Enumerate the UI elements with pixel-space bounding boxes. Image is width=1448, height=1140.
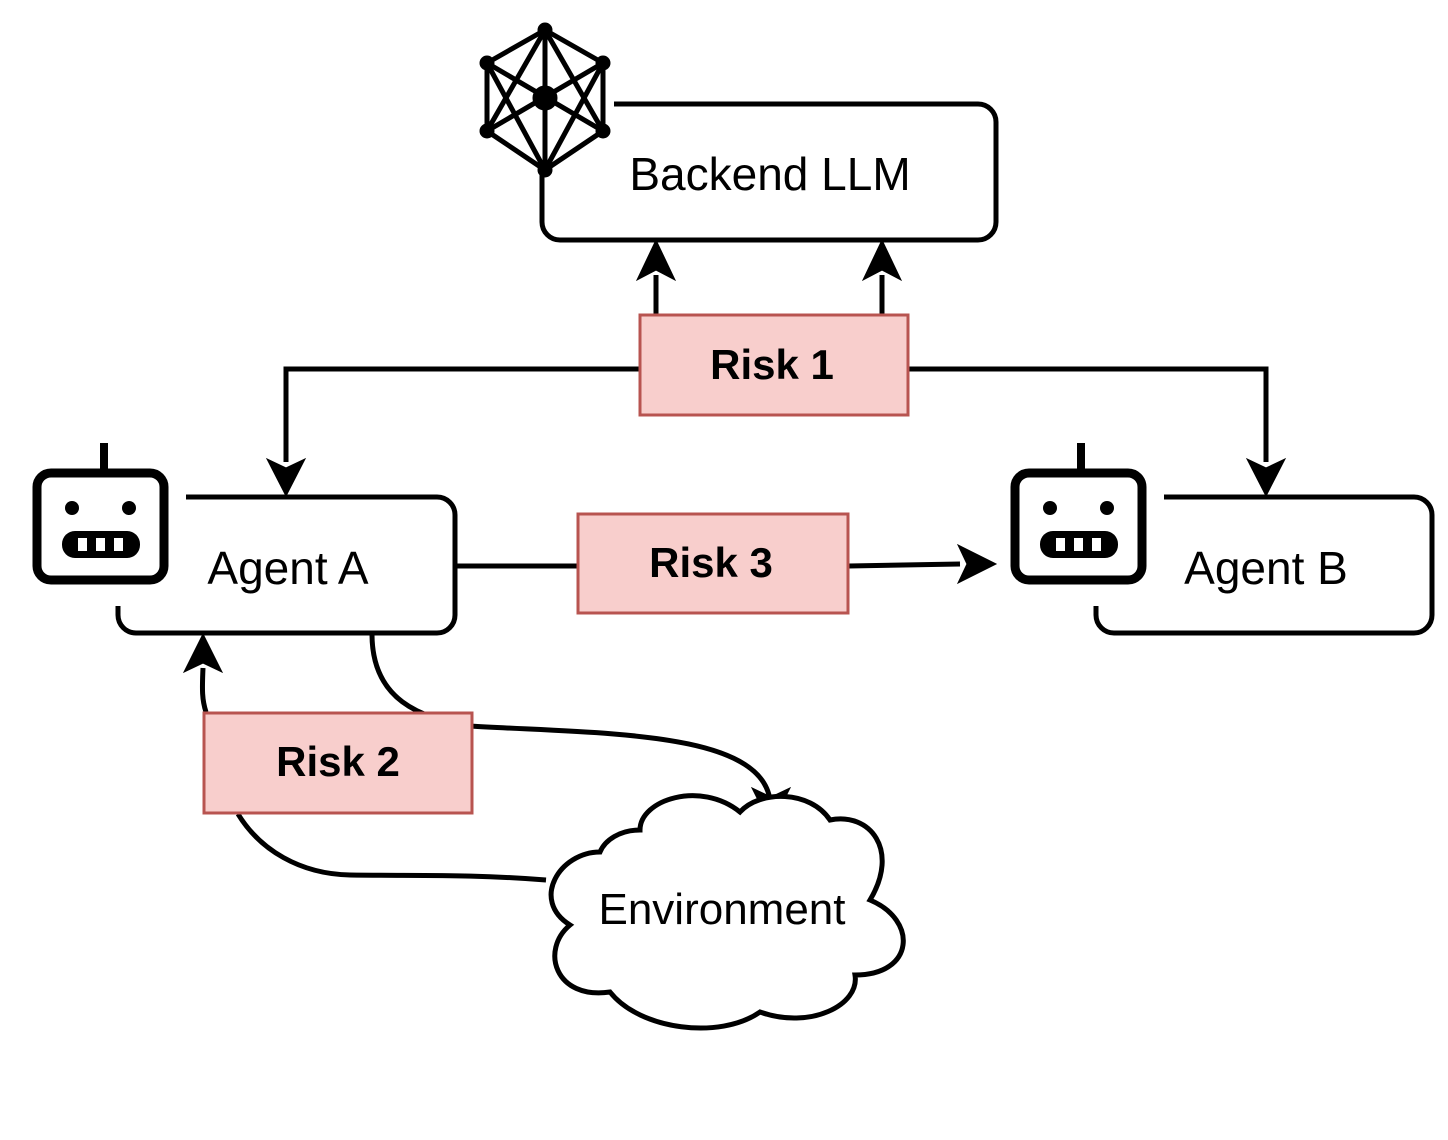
edge-risk3-to-agent-b bbox=[848, 561, 961, 569]
robot-icon bbox=[32, 443, 169, 585]
agent-b-label: Agent B bbox=[1184, 542, 1348, 594]
risk-1-border bbox=[638, 313, 910, 417]
edge-environment-to-risk2 bbox=[235, 812, 547, 883]
risk-2-box bbox=[204, 713, 472, 813]
risk-1-box bbox=[640, 315, 908, 415]
agent-a-label: Agent A bbox=[207, 542, 368, 594]
risk-2-border bbox=[202, 711, 474, 815]
neural-network-icon bbox=[479, 22, 611, 178]
arrowhead-agent-a-bottom bbox=[182, 632, 224, 674]
edge-agent-a-to-environment bbox=[369, 633, 773, 801]
arrowhead-agent-a-top bbox=[265, 457, 307, 498]
edge-risk2-to-agent-a bbox=[199, 667, 209, 713]
risk-3-label: Risk 3 bbox=[649, 539, 773, 586]
risk-1-label: Risk 1 bbox=[710, 341, 834, 388]
robot-icon bbox=[1010, 443, 1147, 585]
environment-label: Environment bbox=[598, 885, 845, 934]
arrowhead-agent-b-top bbox=[1245, 457, 1287, 498]
backend-llm-label: Backend LLM bbox=[629, 148, 910, 200]
risk-2-label: Risk 2 bbox=[276, 738, 400, 785]
risk-3-border bbox=[576, 512, 850, 615]
edge-risk1-to-agent-a bbox=[283, 366, 640, 462]
risk-3-box bbox=[578, 514, 848, 613]
environment-cloud bbox=[548, 793, 906, 1031]
arrowhead-backend-right bbox=[861, 238, 903, 282]
arrowhead-backend-left bbox=[635, 238, 677, 282]
arrowhead-agent-b-side bbox=[956, 543, 998, 585]
edge-risk1-to-agent-b bbox=[908, 366, 1269, 462]
